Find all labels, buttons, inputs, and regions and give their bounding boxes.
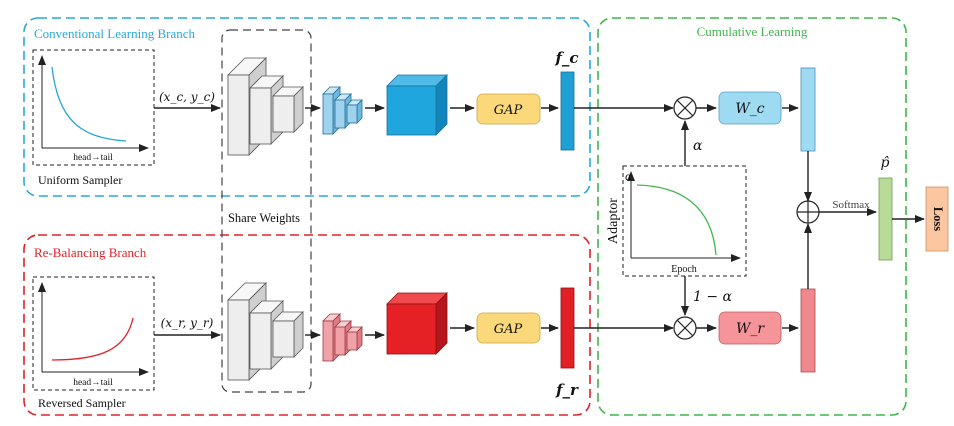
wr-classifier-label: W_r — [736, 321, 765, 337]
rebalancing-feature-label: f_r — [555, 381, 579, 399]
cumulative-learning-frame — [597, 17, 907, 416]
adaptor-label: Adaptor — [606, 198, 621, 244]
rebalancing-input-label: (x_r, y_r) — [161, 316, 214, 330]
conventional-block-stack — [322, 86, 363, 135]
rebalancing-gap-box — [476, 312, 541, 344]
uniform-sampler-plot: head→tail — [32, 49, 155, 166]
conventional-feature-vector — [560, 71, 575, 151]
reversed-head-tail: head→tail — [73, 378, 113, 388]
loss-box — [925, 186, 949, 252]
wc-classifier-label: W_c — [735, 101, 764, 117]
p-hat-label: p̂ — [881, 155, 890, 171]
conventional-logit-vector — [800, 67, 816, 152]
rebalancing-feature-vector — [560, 287, 575, 369]
sum-node — [796, 200, 820, 224]
softmax-label: Softmax — [832, 199, 870, 211]
rebalancing-branch-title: Re-Balancing Branch — [34, 245, 147, 260]
adaptor-y-axis-label: α — [625, 172, 632, 183]
conventional-input-label: (x_c, y_c) — [159, 90, 215, 104]
share-weights-frame — [221, 29, 312, 393]
conventional-gap-label: GAP — [494, 103, 523, 118]
alpha-multiply-node — [673, 96, 697, 120]
backbone-top — [227, 57, 304, 156]
conventional-branch-title: Conventional Learning Branch — [34, 26, 196, 41]
one-minus-alpha-multiply-node — [673, 316, 697, 340]
one-minus-alpha-label: 1 − α — [693, 289, 733, 305]
conventional-feature-label: f_c — [554, 49, 578, 67]
conventional-branch-frame — [23, 17, 591, 197]
rebalancing-logit-vector — [800, 288, 816, 373]
uniform-head-tail: head→tail — [73, 153, 113, 163]
wc-classifier-box — [718, 91, 782, 125]
wr-classifier-box — [718, 311, 782, 345]
rebalancing-block-stack — [322, 313, 363, 362]
backbone-bottom — [227, 282, 304, 381]
reversed-sampler-plot: head→tail — [32, 276, 155, 391]
share-weights-label: Share Weights — [228, 211, 300, 225]
rebalancing-gap-label: GAP — [494, 322, 523, 337]
cumulative-learning-title: Cumulative Learning — [697, 24, 808, 39]
adaptor-plot: α Epoch — [622, 165, 747, 277]
alpha-label: α — [693, 138, 703, 154]
p-hat-vector — [878, 177, 893, 261]
conventional-feature-cube — [386, 74, 448, 136]
conventional-gap-box — [476, 93, 541, 125]
rebalancing-feature-cube — [386, 292, 448, 355]
uniform-sampler-label: Uniform Sampler — [38, 173, 122, 187]
loss-label: Loss — [931, 207, 945, 231]
reversed-sampler-label: Reversed Sampler — [38, 396, 126, 410]
rebalancing-branch-frame — [23, 234, 591, 416]
adaptor-x-axis-label: Epoch — [671, 264, 697, 275]
